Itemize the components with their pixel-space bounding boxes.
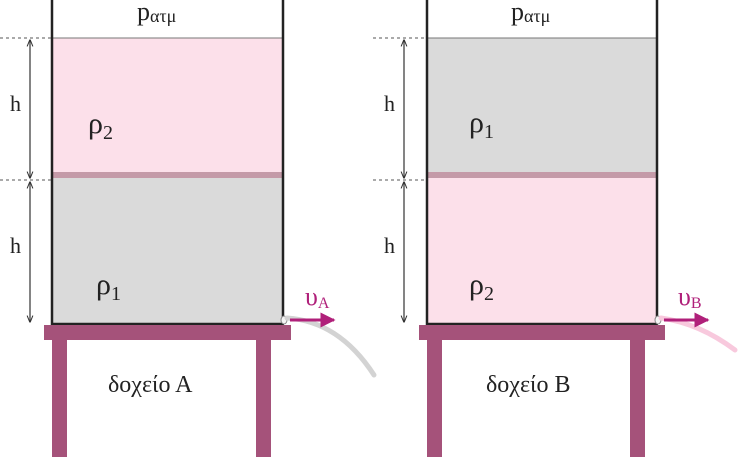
height-label-bottom-a: h — [10, 233, 21, 258]
bottom-liquid-a — [53, 178, 282, 324]
jet-stream-b — [658, 315, 738, 353]
jet-stream-a — [284, 315, 377, 378]
bottom-liquid-b — [428, 178, 656, 324]
atm-pressure-label-a: pατμ — [137, 0, 176, 26]
tank-name-a: δοχείο Α — [108, 372, 193, 398]
top-liquid-a — [53, 38, 282, 174]
stand-top-a — [44, 325, 291, 340]
atm-pressure-label-b: pατμ — [511, 0, 550, 26]
tank-a: pατμ υA h h ρ2 — [0, 0, 377, 457]
density-label-bottom-b: ρ2 — [469, 268, 494, 305]
height-label-top-b: h — [384, 91, 395, 116]
top-liquid-b — [428, 38, 656, 174]
height-label-bottom-b: h — [384, 233, 395, 258]
density-label-top-a: ρ2 — [88, 107, 113, 144]
tank-name-b: δοχείο Β — [486, 372, 571, 398]
interface-layer-b — [428, 172, 656, 178]
interface-layer-a — [53, 172, 282, 178]
stand-leg-right-b — [630, 340, 645, 457]
density-label-top-b: ρ1 — [469, 106, 494, 143]
tank-b: pατμ υB h h ρ1 — [373, 0, 738, 457]
stand-leg-right-a — [256, 340, 271, 457]
velocity-label-b: υB — [678, 282, 702, 312]
stand-top-b — [419, 325, 665, 340]
velocity-label-a: υA — [305, 282, 330, 312]
density-label-bottom-a: ρ1 — [96, 268, 121, 305]
height-label-top-a: h — [10, 91, 21, 116]
stand-leg-left-a — [52, 340, 67, 457]
stand-leg-left-b — [427, 340, 442, 457]
